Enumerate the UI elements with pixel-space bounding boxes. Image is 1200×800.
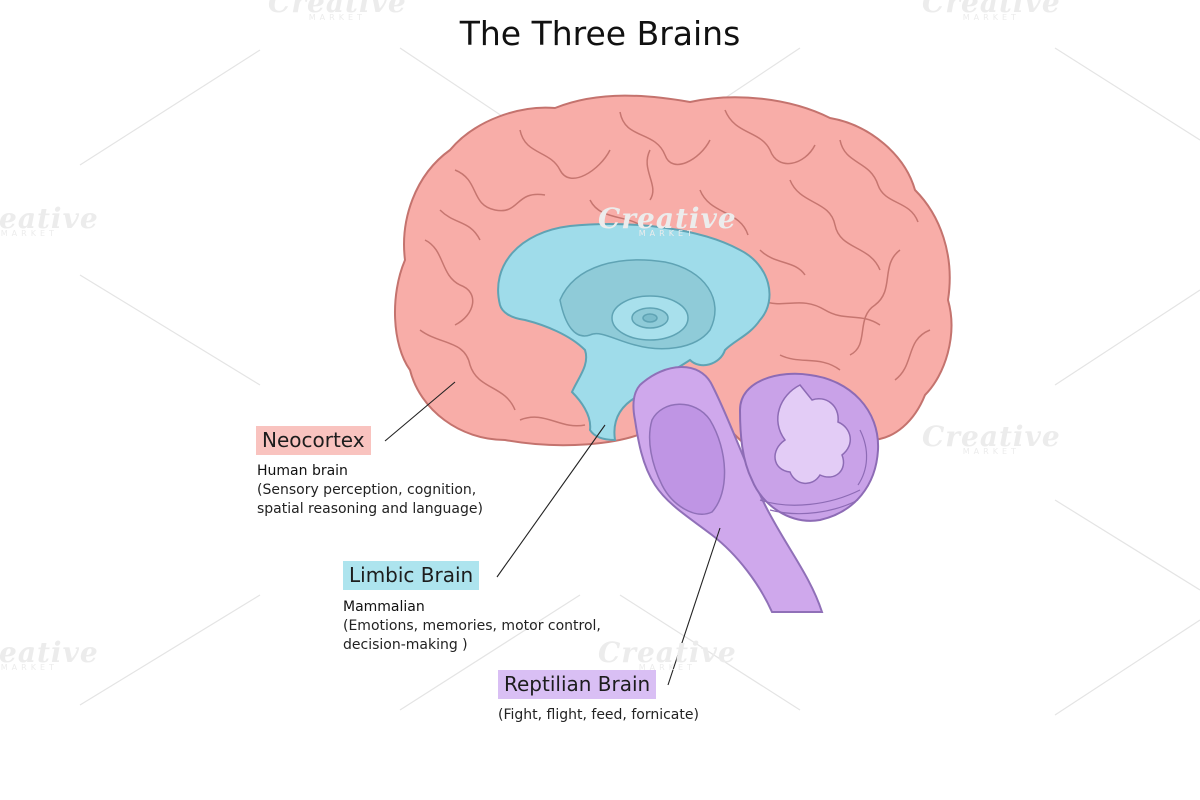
reptilian-label: Reptilian Brain — [498, 670, 657, 699]
neocortex-description: Human brain (Sensory perception, cogniti… — [257, 462, 483, 519]
neocortex-line2: spatial reasoning and language) — [257, 501, 483, 517]
neocortex-label: Neocortex — [256, 426, 371, 455]
reptilian-line1: (Fight, flight, feed, fornicate) — [498, 707, 699, 723]
gyri-pattern — [419, 109, 931, 427]
reptilian-description: (Fight, flight, feed, fornicate) — [498, 706, 699, 725]
pons — [648, 403, 726, 515]
limbic-description: Mammalian (Emotions, memories, motor con… — [343, 598, 601, 655]
neocortex-subtitle: Human brain — [257, 463, 348, 479]
cerebellum-folia — [759, 429, 868, 515]
arbor-vitae — [774, 384, 851, 484]
limbic-rings — [611, 295, 689, 341]
leader-lines — [384, 381, 721, 686]
page-title: The Three Brains — [459, 14, 741, 53]
neocortex-line1: (Sensory perception, cognition, — [257, 482, 477, 498]
limbic-line2: decision-making ) — [343, 637, 468, 653]
limbic-label: Limbic Brain — [343, 561, 480, 590]
limbic-subtitle: Mammalian — [343, 599, 425, 615]
limbic-line1: (Emotions, memories, motor control, — [343, 618, 601, 634]
